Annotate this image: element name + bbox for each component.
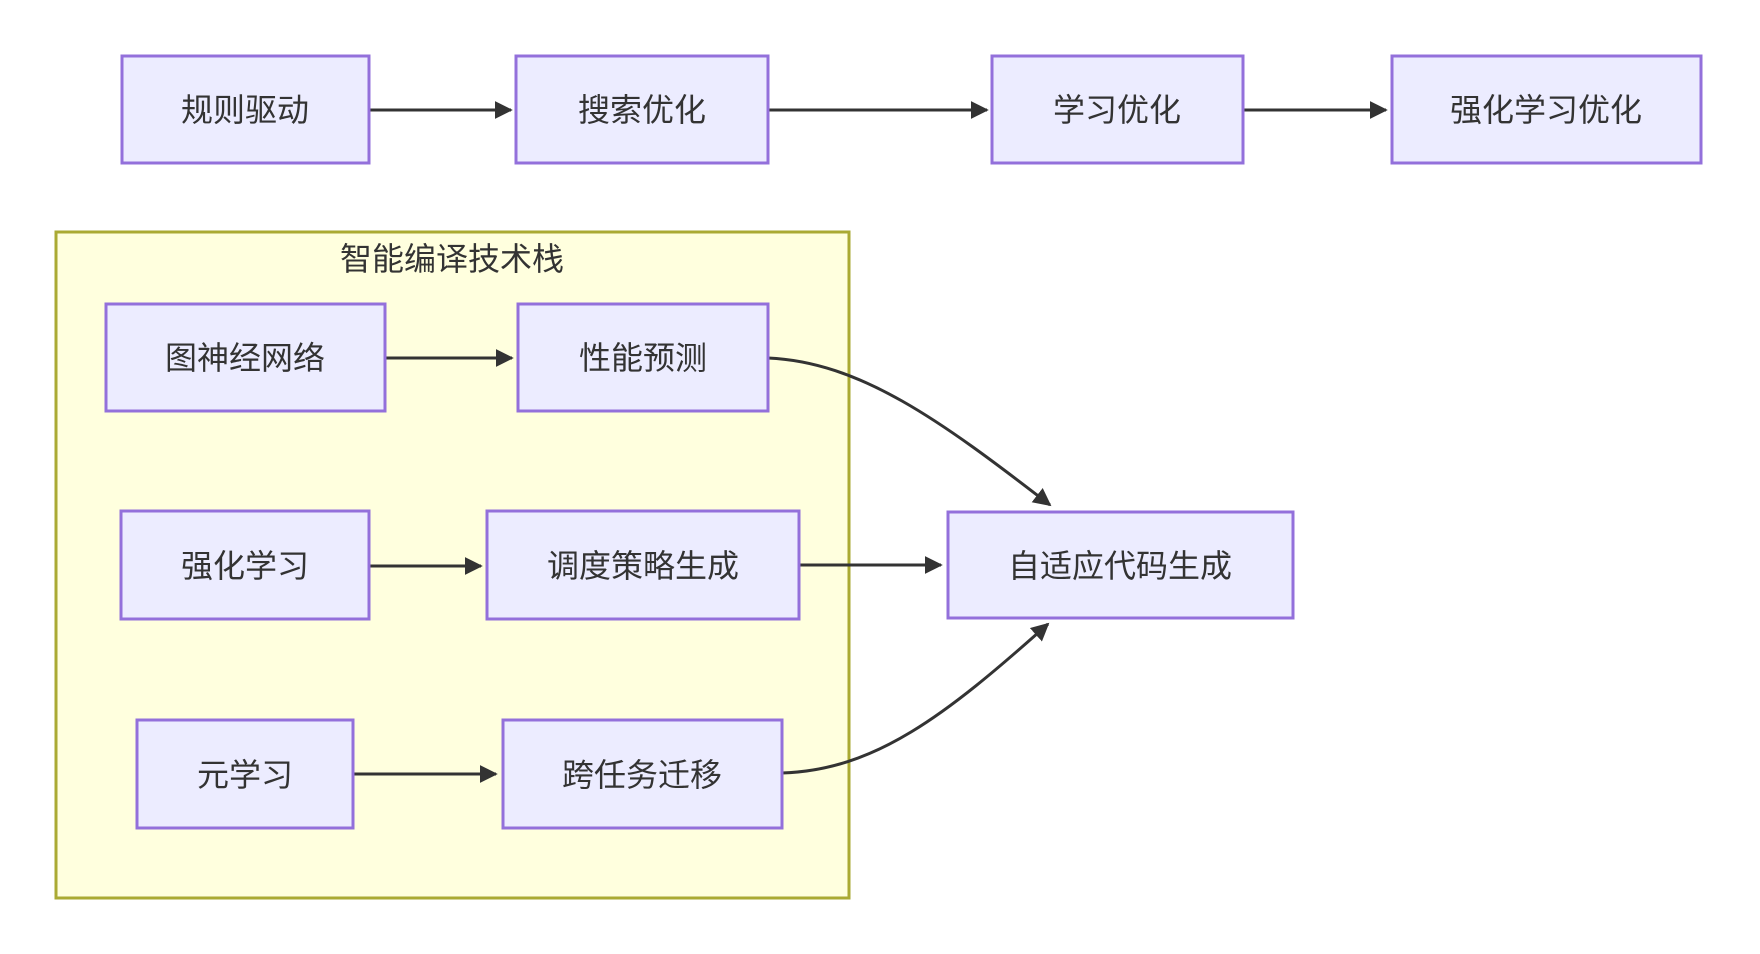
node-cross-task-label: 跨任务迁移 xyxy=(562,757,722,793)
node-search-opt: 搜索优化 xyxy=(514,54,770,165)
node-adaptive-codegen-label: 自适应代码生成 xyxy=(1008,548,1232,584)
node-search-opt-label: 搜索优化 xyxy=(578,92,706,128)
node-adaptive-codegen-box xyxy=(946,510,1295,620)
node-rl-label: 强化学习 xyxy=(181,548,309,584)
node-rule-driven: 规则驱动 xyxy=(120,54,371,165)
node-cross-task: 跨任务迁移 xyxy=(501,718,784,830)
node-learning-opt-label: 学习优化 xyxy=(1053,92,1181,128)
node-rl-box xyxy=(119,509,371,621)
node-meta-learning: 元学习 xyxy=(135,718,355,830)
node-gnn-label: 图神经网络 xyxy=(165,340,325,376)
node-meta-learning-label: 元学习 xyxy=(197,757,293,793)
node-cross-task-box xyxy=(501,718,784,830)
node-rl-opt: 强化学习优化 xyxy=(1390,54,1703,165)
node-adaptive-codegen: 自适应代码生成 xyxy=(946,510,1295,620)
edge-cross-task-to-adaptive-codegen xyxy=(781,622,1050,775)
node-meta-learning-box xyxy=(135,718,355,830)
cluster-title: 智能编译技术栈 xyxy=(340,241,564,277)
node-rule-driven-label: 规则驱动 xyxy=(181,92,309,128)
node-learning-opt: 学习优化 xyxy=(990,54,1245,165)
edge-perf-pred-to-adaptive-codegen xyxy=(767,356,1052,507)
node-sched-gen: 调度策略生成 xyxy=(485,509,801,621)
node-sched-gen-label: 调度策略生成 xyxy=(547,548,739,584)
node-rl-opt-box xyxy=(1390,54,1703,165)
node-perf-pred-box xyxy=(516,302,770,413)
node-search-opt-box xyxy=(514,54,770,165)
node-gnn: 图神经网络 xyxy=(104,302,387,413)
node-perf-pred-label: 性能预测 xyxy=(579,340,707,376)
node-rl: 强化学习 xyxy=(119,509,371,621)
node-gnn-box xyxy=(104,302,387,413)
node-rl-opt-label: 强化学习优化 xyxy=(1450,92,1642,128)
node-sched-gen-box xyxy=(485,509,801,621)
node-perf-pred: 性能预测 xyxy=(516,302,770,413)
node-rule-driven-box xyxy=(120,54,371,165)
node-learning-opt-box xyxy=(990,54,1245,165)
